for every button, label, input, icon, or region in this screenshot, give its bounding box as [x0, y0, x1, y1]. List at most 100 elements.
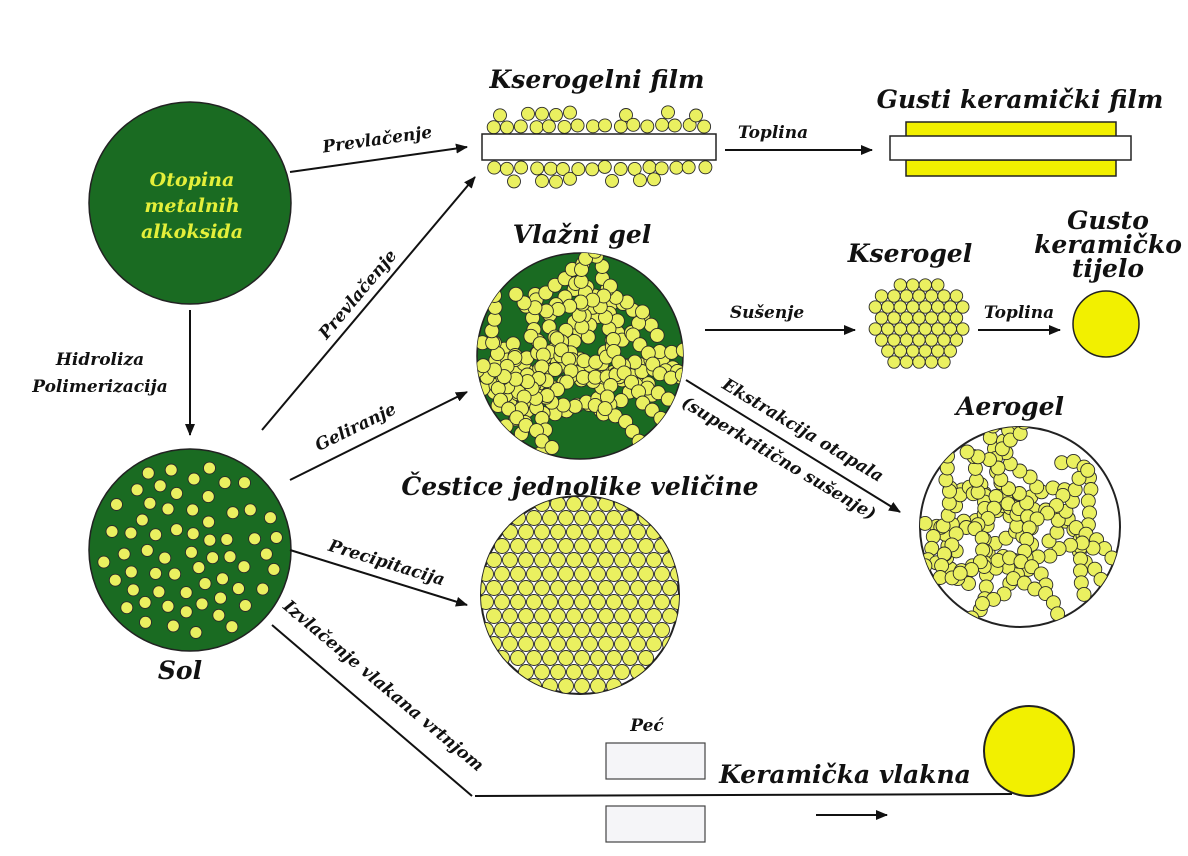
coating-diag-label: Prevlačenje	[314, 246, 401, 344]
uniform-particle	[503, 609, 518, 624]
uniform-particle	[623, 595, 638, 610]
uniform-particle	[631, 553, 646, 568]
sol-particle	[221, 534, 233, 546]
uniform-particle	[575, 539, 590, 554]
film-particle	[530, 121, 543, 134]
uniform-particle	[567, 525, 582, 540]
uniform-particle	[511, 595, 526, 610]
film-particle	[690, 109, 703, 122]
sol-particle	[249, 533, 261, 545]
sol-particle	[106, 526, 118, 538]
uniform-particle	[535, 581, 550, 596]
sol-particle	[187, 504, 199, 516]
film-particle	[501, 121, 514, 134]
network-particle	[650, 328, 664, 342]
uniform-particle	[471, 581, 486, 596]
uniform-particle	[583, 525, 598, 540]
uniform-particle	[535, 637, 550, 652]
uniform-particle	[575, 679, 590, 694]
uniform-particle	[599, 581, 614, 596]
film-particle	[698, 120, 711, 133]
uniform-particle	[567, 637, 582, 652]
uniform-particle	[591, 511, 606, 526]
uniform-particle	[519, 609, 534, 624]
xerogel-particle	[900, 312, 912, 324]
uniform-particle	[559, 679, 574, 694]
sol-particle	[150, 529, 162, 541]
solution-text-1: Otopina	[150, 169, 235, 191]
uniform-particle	[663, 581, 678, 596]
network-particle	[1081, 463, 1095, 477]
xerogel-particle	[900, 290, 912, 302]
film-particle	[606, 174, 619, 187]
uniform-particle	[479, 567, 494, 582]
film-particle	[522, 107, 535, 120]
film-particle	[536, 107, 549, 120]
film-particle	[682, 161, 695, 174]
uniform-particle	[599, 637, 614, 652]
film-particle	[641, 120, 654, 133]
uniform-particle	[631, 637, 646, 652]
heat-film-label: Toplina	[738, 123, 808, 143]
sol-particle	[169, 568, 181, 580]
uniform-particle	[519, 637, 534, 652]
film-particle	[627, 118, 640, 131]
xerogel-title: Kserogel	[847, 239, 972, 268]
uniform-particle	[527, 567, 542, 582]
uniform-particle	[503, 637, 518, 652]
dense-ceramic-film	[890, 122, 1131, 176]
film-particle	[571, 119, 584, 132]
wet-gel-title: Vlažni gel	[513, 220, 652, 249]
arrow-coating-diag	[262, 177, 475, 430]
xerogel-particle	[882, 345, 894, 357]
uniform-particle	[607, 595, 622, 610]
uniform-particle	[615, 637, 630, 652]
uniform-particle	[583, 637, 598, 652]
xerogel-particle	[894, 301, 906, 313]
sol-particle	[180, 587, 192, 599]
film-particle	[598, 160, 611, 173]
sol-particle	[125, 566, 137, 578]
furnace-top	[606, 743, 705, 779]
uniform-particle	[527, 511, 542, 526]
sol-particle	[204, 534, 216, 546]
dense-body-title-3: tijelo	[1072, 254, 1144, 283]
uniform-particle	[647, 609, 662, 624]
sol-particle	[238, 561, 250, 573]
film-particle	[643, 161, 656, 174]
uniform-particle	[559, 623, 574, 638]
uniform-particle	[639, 539, 654, 554]
xerogel-particle	[944, 323, 956, 335]
network-particle	[598, 402, 612, 416]
sol-particle	[204, 462, 216, 474]
xerogel-particle	[913, 312, 925, 324]
uniform-particle	[647, 581, 662, 596]
xerogel-particle	[875, 290, 887, 302]
uniform-particle	[639, 623, 654, 638]
uniform-particle	[607, 567, 622, 582]
xerogel-particle	[925, 334, 937, 346]
uniform-particle	[487, 581, 502, 596]
film-particle	[662, 106, 675, 119]
sol-particle	[153, 586, 165, 598]
uniform-particles-title: Čestice jednolike veličine	[401, 472, 758, 501]
uniform-particle	[519, 581, 534, 596]
film-particle	[634, 174, 647, 187]
sol-particle	[193, 562, 205, 574]
polymerization-label: Polimerizacija	[31, 377, 167, 397]
network-particle	[953, 566, 967, 580]
xerogel-particle	[932, 279, 944, 291]
uniform-particle	[559, 651, 574, 666]
ceramic-fibers-title: Keramička vlakna	[718, 760, 971, 789]
sol-particle	[150, 567, 162, 579]
uniform-particle	[479, 623, 494, 638]
uniform-particle	[591, 567, 606, 582]
dense-film-title: Gusti keramički film	[877, 85, 1164, 114]
xerogel-particle	[869, 323, 881, 335]
film-particle	[500, 162, 513, 175]
xerogel-particle	[919, 279, 931, 291]
uniform-particle	[527, 651, 542, 666]
uniform-particle	[511, 567, 526, 582]
uniform-particle	[519, 665, 534, 680]
